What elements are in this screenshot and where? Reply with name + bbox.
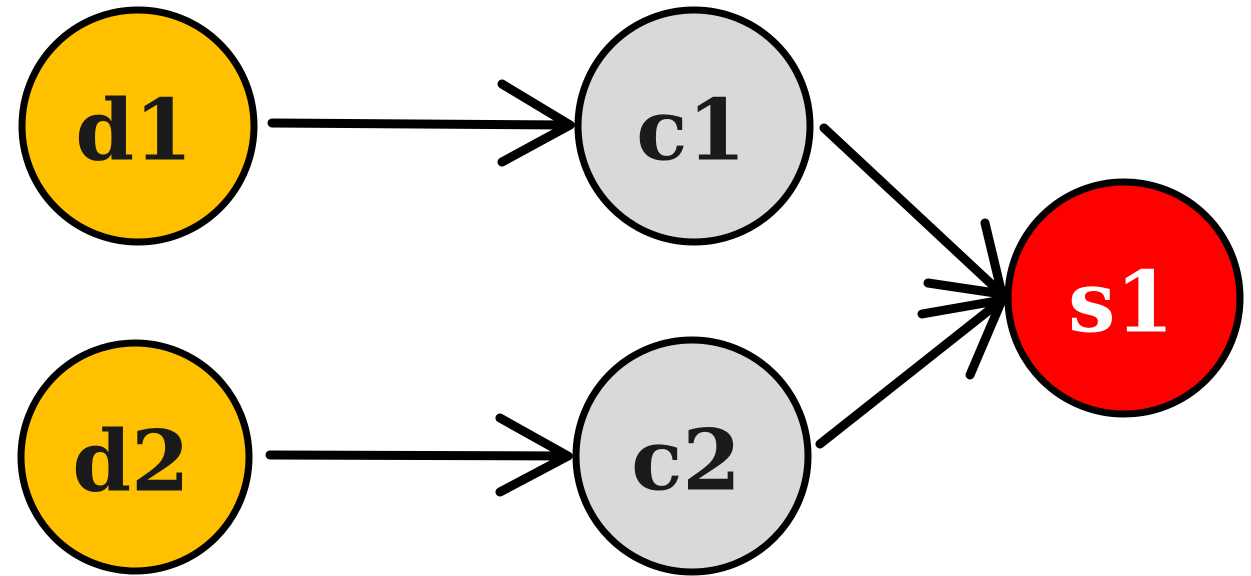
node-c2[interactable]: c2 <box>572 336 812 576</box>
edge-d2-c2 <box>265 413 573 497</box>
node-c1[interactable]: c1 <box>574 6 814 246</box>
node-s1-label: s1 <box>1068 253 1174 352</box>
edges <box>265 79 1007 497</box>
node-d2-label: d2 <box>72 412 189 511</box>
node-d1-label: d1 <box>75 81 192 180</box>
node-d2[interactable]: d2 <box>17 339 253 575</box>
node-s1-circle <box>1004 178 1244 418</box>
edge-c1-s1 <box>819 123 1007 299</box>
edge-d1-c1 <box>267 79 575 167</box>
edge-c2-s1 <box>815 295 1007 449</box>
node-c2-label: c2 <box>631 411 741 510</box>
node-s1[interactable]: s1 <box>1004 178 1244 418</box>
node-c1-label: c1 <box>636 81 746 180</box>
node-c2-circle <box>572 336 812 576</box>
node-d1[interactable]: d1 <box>18 6 258 246</box>
node-d1-circle <box>18 6 258 246</box>
node-c1-circle <box>574 6 814 246</box>
node-d2-circle <box>17 339 253 575</box>
